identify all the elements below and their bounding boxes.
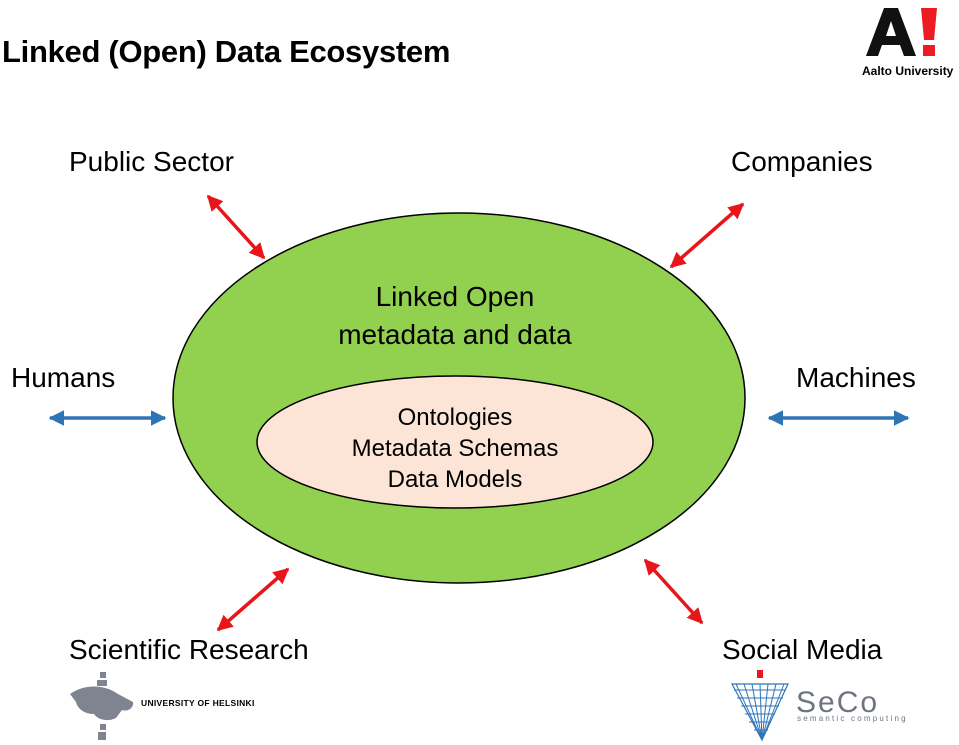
seco-logo-text: SeCo (796, 686, 880, 719)
inner-line-2: Metadata Schemas (351, 435, 559, 462)
outer-line-2: metadata and data (338, 319, 572, 350)
scientific-research-label: Scientific Research (69, 634, 309, 665)
helsinki-crest-icon (70, 672, 134, 740)
page-title: Linked (Open) Data Ecosystem (2, 34, 451, 69)
seco-logo-icon (730, 670, 789, 742)
inner-line-1: Ontologies (397, 404, 513, 431)
companies-arrow (669, 202, 745, 269)
scientific-research-arrow (216, 567, 290, 632)
aalto-university-label: Aalto University (862, 64, 954, 78)
social-media-label: Social Media (722, 634, 883, 665)
seco-tagline: semantic computing (797, 714, 908, 723)
outer-line-1: Linked Open (375, 281, 535, 312)
public-sector-label: Public Sector (69, 146, 234, 177)
machines-label: Machines (796, 362, 916, 393)
social-media-arrow (643, 558, 704, 625)
helsinki-logo-text: UNIVERSITY OF HELSINKI (141, 698, 255, 708)
inner-line-3: Data Models (387, 466, 523, 493)
aalto-logo (866, 8, 937, 56)
outer-ellipse-text: Linked Open metadata and data (290, 278, 620, 354)
public-sector-arrow (206, 194, 266, 260)
companies-label: Companies (731, 146, 873, 177)
humans-label: Humans (11, 362, 116, 393)
inner-ellipse (256, 375, 654, 509)
inner-ellipse-text: Ontologies Metadata Schemas Data Models (320, 402, 590, 495)
